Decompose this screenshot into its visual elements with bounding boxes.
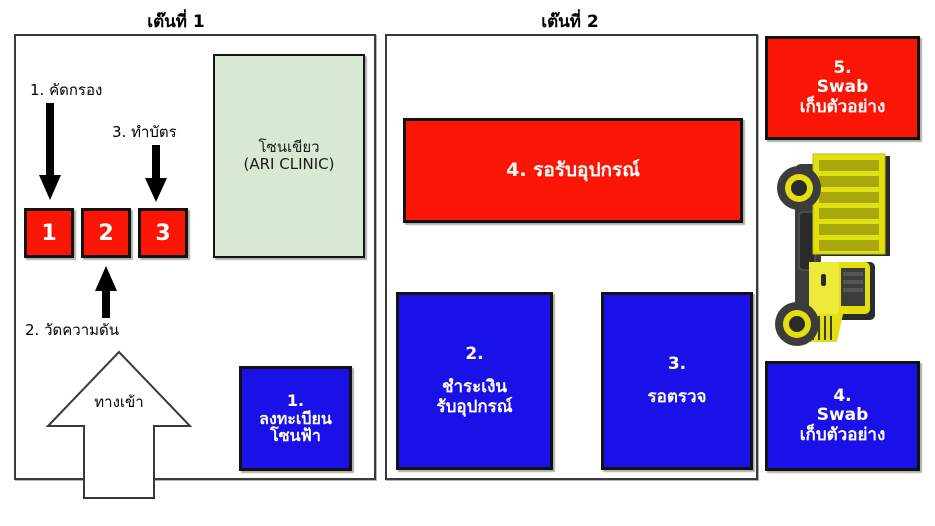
counter-2[interactable]: 2 (81, 208, 131, 258)
station-registration[interactable]: 1. ลงทะเบียน โซนฟ้า (239, 366, 352, 471)
step-label-screening: 1. คัดกรอง (30, 81, 103, 99)
swab-red-line1: 5. (833, 58, 852, 79)
arrow-down-screening (39, 103, 61, 200)
swab-blue-line1: 4. (833, 386, 852, 407)
counter-3[interactable]: 3 (138, 208, 188, 258)
station-swab-red[interactable]: 5. Swab เก็บตัวอย่าง (765, 36, 920, 140)
step-label-make-card: 3. ทำบัตร (112, 123, 177, 141)
registration-line3: โซนฟ้า (270, 426, 321, 446)
counter-2-label: 2 (98, 220, 114, 246)
arrow-down-make-card (145, 145, 167, 202)
arrow-up-blood-pressure (95, 266, 117, 318)
swab-blue-line2: Swab (816, 405, 869, 426)
station-wait-equipment[interactable]: 4. รอรับอุปกรณ์ (403, 118, 743, 223)
registration-line1: 1. (286, 390, 305, 410)
entrance-label: ทางเข้า (94, 393, 144, 411)
station-wait-exam[interactable]: 3. รอตรวจ (601, 292, 753, 470)
green-zone-ari-clinic: โซนเขียว (ARI CLINIC) (213, 54, 365, 258)
registration-line2: ลงทะเบียน (259, 408, 332, 428)
swab-blue-line3: เก็บตัวอย่าง (799, 424, 886, 445)
payment-line3: รับอุปกรณ์ (436, 396, 513, 417)
swab-red-line2: Swab (816, 77, 869, 98)
swab-red-line3: เก็บตัวอย่าง (799, 96, 886, 117)
counter-1-label: 1 (41, 220, 57, 246)
wait-exam-line2: รอตรวจ (647, 387, 707, 407)
green-zone-line1: โซนเขียว (258, 138, 320, 157)
station-swab-blue[interactable]: 4. Swab เก็บตัวอย่าง (765, 361, 920, 471)
station-payment[interactable]: 2. ชำระเงิน รับอุปกรณ์ (396, 292, 553, 470)
truck-icon (775, 153, 890, 346)
tent1-title: เต๊นที่ 1 (147, 12, 205, 32)
entrance-arrow (45, 350, 193, 499)
payment-line1: 2. (465, 344, 484, 365)
wait-exam-line1: 3. (667, 353, 687, 374)
green-zone-line2: (ARI CLINIC) (243, 155, 335, 173)
payment-line2: ชำระเงิน (441, 377, 508, 398)
counter-1[interactable]: 1 (24, 208, 74, 258)
counter-3-label: 3 (155, 220, 171, 246)
tent2-title: เต๊นที่ 2 (541, 12, 599, 32)
step-label-blood-pressure: 2. วัดความดัน (25, 321, 120, 339)
wait-equipment-line1: 4. รอรับอุปกรณ์ (506, 158, 640, 181)
